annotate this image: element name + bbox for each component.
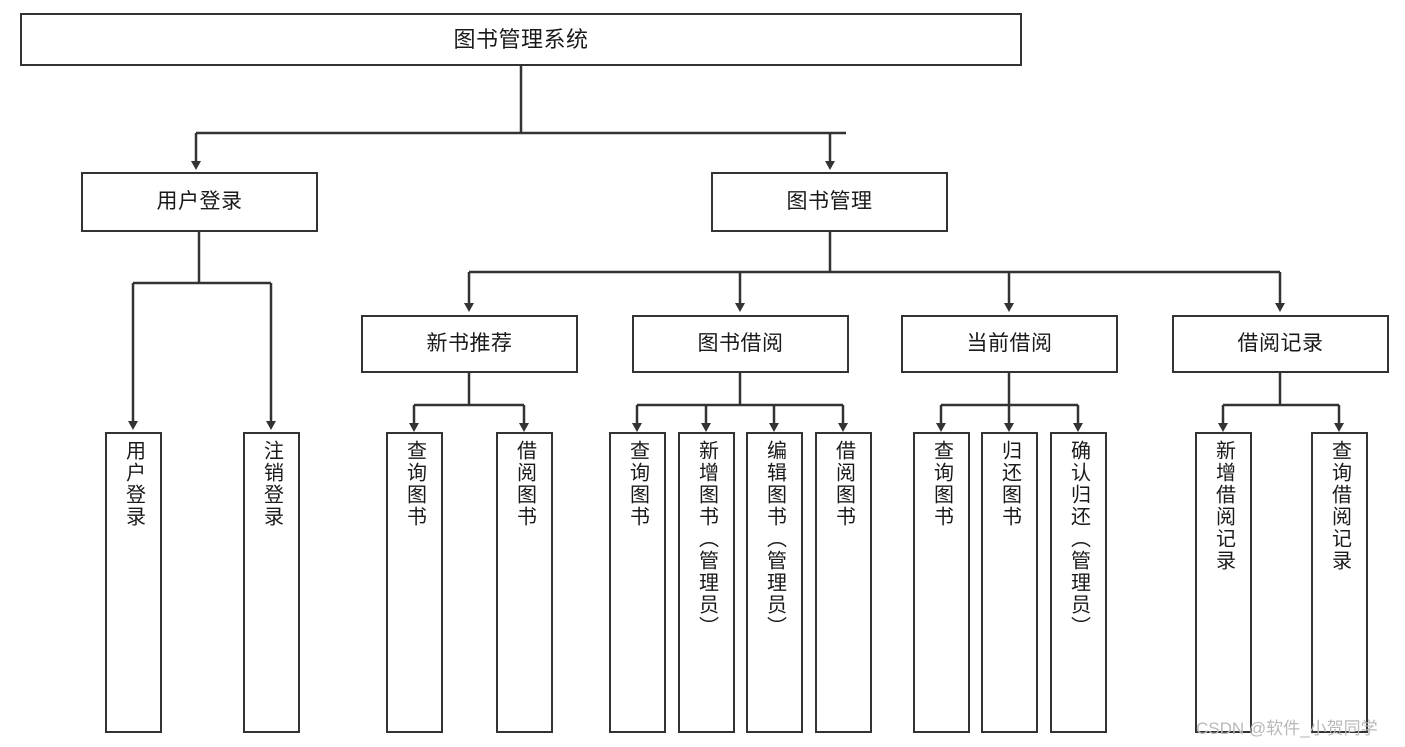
leaf-query-book-borrow[interactable]: 查询图书: [609, 432, 666, 733]
node-label: 新书推荐: [426, 331, 513, 355]
node-label: 用户登录: [122, 440, 145, 528]
node-label: 当前借阅: [966, 331, 1053, 355]
leaf-user-login[interactable]: 用户登录: [105, 432, 162, 733]
leaf-confirm-return-admin[interactable]: 确认归还（管理员）: [1050, 432, 1107, 733]
node-label: 确认归还（管理员）: [1067, 440, 1090, 638]
leaf-add-book-admin[interactable]: 新增图书（管理员）: [678, 432, 735, 733]
leaf-query-book-current[interactable]: 查询图书: [913, 432, 970, 733]
node-label: 查询图书: [626, 440, 649, 528]
node-label: 编辑图书（管理员）: [763, 440, 786, 638]
leaf-query-book-recommend[interactable]: 查询图书: [386, 432, 443, 733]
node-label: 新增借阅记录: [1212, 440, 1235, 572]
node-borrow-record[interactable]: 借阅记录: [1172, 315, 1389, 373]
node-user-login[interactable]: 用户登录: [81, 172, 318, 232]
node-new-book-recommend[interactable]: 新书推荐: [361, 315, 578, 373]
node-book-borrow[interactable]: 图书借阅: [632, 315, 849, 373]
node-label: 图书管理系统: [453, 26, 589, 52]
leaf-return-book[interactable]: 归还图书: [981, 432, 1038, 733]
node-label: 新增图书（管理员）: [695, 440, 718, 638]
node-label: 查询图书: [930, 440, 953, 528]
leaf-logout-login[interactable]: 注销登录: [243, 432, 300, 733]
node-label: 图书借阅: [697, 331, 784, 355]
leaf-add-borrow-record[interactable]: 新增借阅记录: [1195, 432, 1252, 733]
node-label: 查询借阅记录: [1328, 440, 1351, 572]
node-label: 注销登录: [260, 440, 283, 528]
node-label: 查询图书: [403, 440, 426, 528]
node-label: 借阅图书: [513, 440, 536, 528]
node-label: 借阅记录: [1237, 331, 1324, 355]
node-label: 用户登录: [156, 189, 243, 213]
leaf-borrow-book[interactable]: 借阅图书: [815, 432, 872, 733]
node-root-book-management-system[interactable]: 图书管理系统: [20, 13, 1022, 66]
node-label: 借阅图书: [832, 440, 855, 528]
csdn-watermark: CSDN @软件_小贺同学: [1196, 719, 1378, 738]
leaf-query-borrow-record[interactable]: 查询借阅记录: [1311, 432, 1368, 733]
node-current-borrow[interactable]: 当前借阅: [901, 315, 1118, 373]
leaf-edit-book-admin[interactable]: 编辑图书（管理员）: [746, 432, 803, 733]
node-book-management[interactable]: 图书管理: [711, 172, 948, 232]
node-label: 图书管理: [786, 189, 873, 213]
node-label: 归还图书: [998, 440, 1021, 528]
leaf-borrow-book-recommend[interactable]: 借阅图书: [496, 432, 553, 733]
